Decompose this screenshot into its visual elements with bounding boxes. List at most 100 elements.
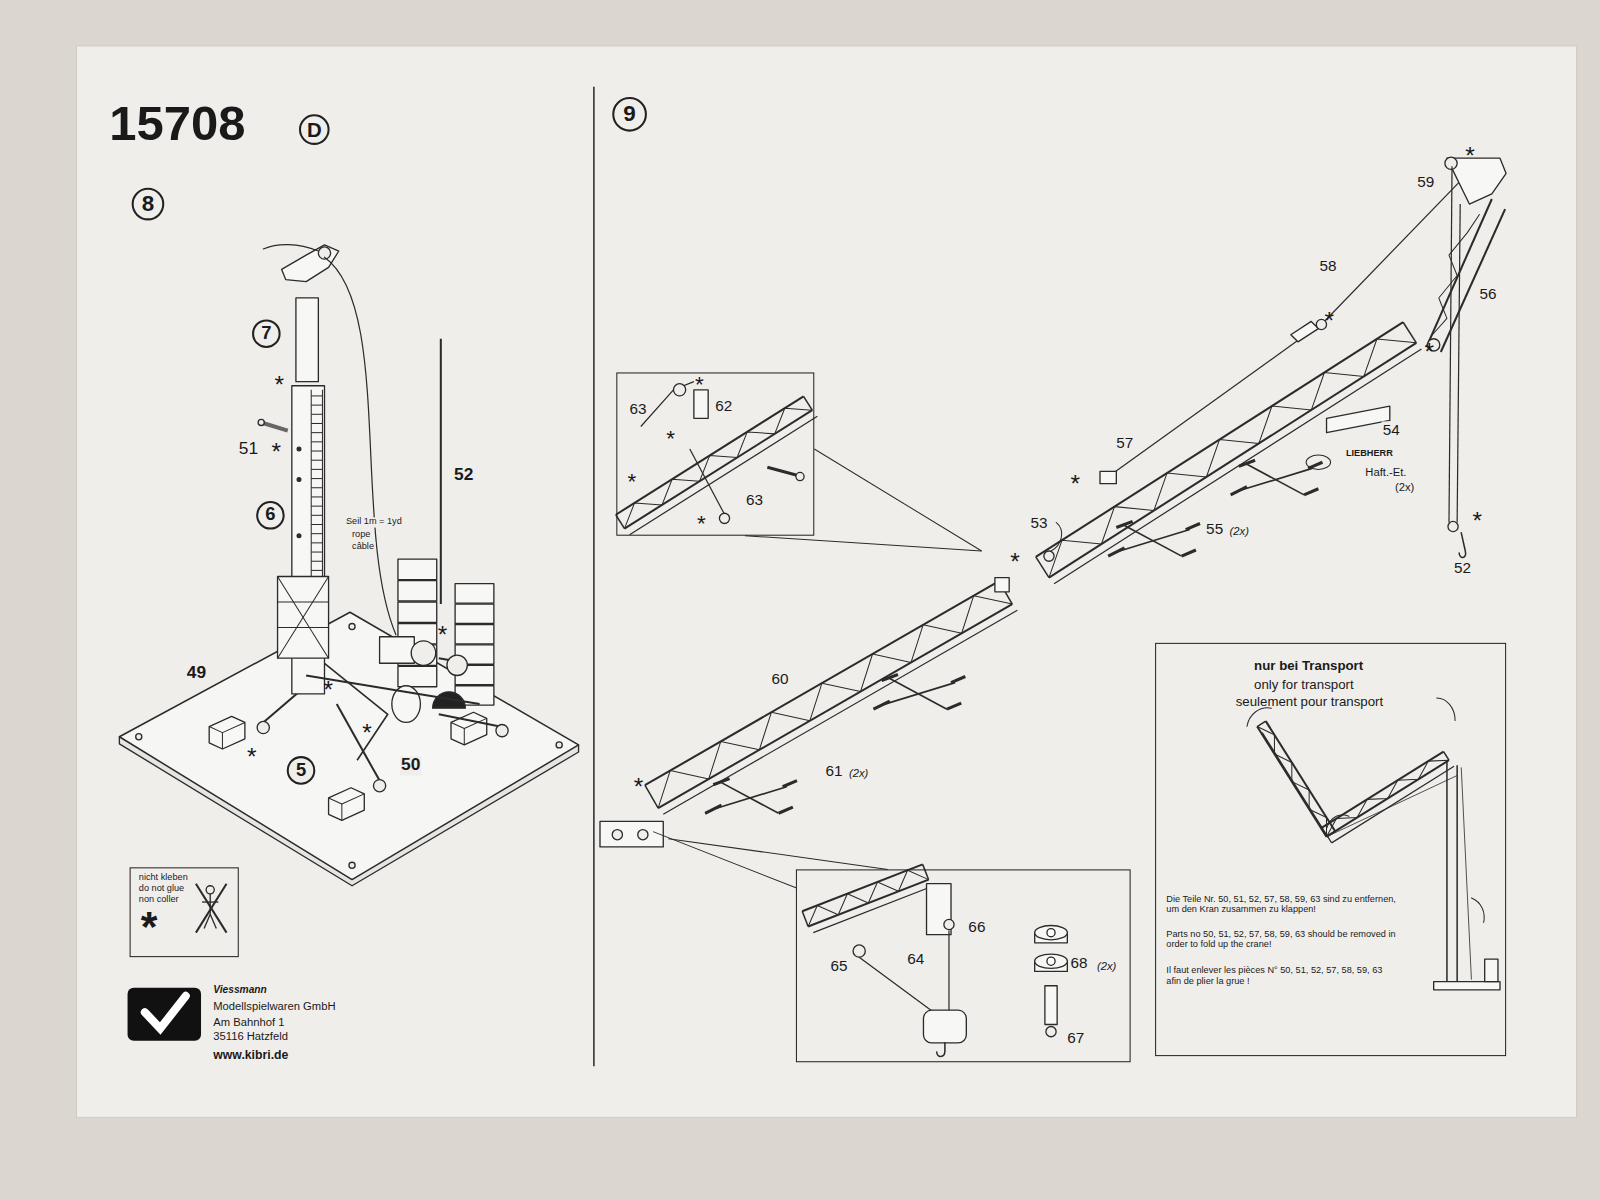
callout-number: 61 <box>824 762 843 779</box>
counterweight <box>398 666 437 686</box>
frame-bar <box>324 663 387 760</box>
callout-number: 49 <box>186 663 207 682</box>
boom-truss <box>1403 322 1416 343</box>
folded-weight <box>1485 959 1498 981</box>
zoom-line <box>814 449 981 551</box>
no-glue-mark: * <box>322 678 334 702</box>
zoom-line <box>668 839 887 870</box>
ballast-block <box>329 794 365 804</box>
label-text: 35116 Hatzfeld <box>212 1030 289 1042</box>
part-number-title: 15708 <box>109 97 245 151</box>
folded-truss <box>1257 727 1326 837</box>
boom-truss <box>658 596 1012 808</box>
frame-bar <box>306 676 479 705</box>
folded-mast <box>1446 760 1448 981</box>
callout-number: 50 <box>400 756 421 775</box>
circled-number: 6 <box>265 505 275 525</box>
winch-gear <box>411 641 435 665</box>
hook <box>1459 533 1465 558</box>
tower-head <box>282 245 339 282</box>
label-text: LIEBHERR <box>1345 449 1394 459</box>
divider-line <box>593 87 595 1067</box>
boom-support <box>1186 523 1200 529</box>
counterweight <box>398 602 437 622</box>
no-glue-mark: * <box>695 373 704 395</box>
logo-check <box>145 996 186 1029</box>
tower-top-section <box>296 298 318 382</box>
rope <box>324 257 395 635</box>
ladder-rung <box>311 423 322 424</box>
winch-motor <box>380 637 415 664</box>
boom-support <box>713 779 729 785</box>
outrigger-foot <box>257 721 269 733</box>
detail-inset: 636263**** <box>616 372 814 535</box>
node-text: nur bei Transport <box>1254 659 1363 674</box>
callout-number: 51 <box>238 440 259 459</box>
rod <box>440 339 442 604</box>
paper-sheet <box>77 46 1577 1117</box>
folded-truss <box>1321 752 1443 829</box>
transport-note-box: nur bei Transportonly for transportseule… <box>1155 643 1506 1056</box>
boom-support <box>1124 526 1181 557</box>
label-text: Haft.-Et. <box>1364 465 1407 477</box>
rope <box>263 245 318 251</box>
callout-number: 58 <box>1318 258 1337 275</box>
node-text: 63 <box>630 401 647 418</box>
cage <box>278 627 329 628</box>
counterweight <box>398 581 437 601</box>
ladder-rung <box>311 496 322 497</box>
pulley <box>673 384 685 396</box>
tower-hole <box>297 447 301 451</box>
node-text: 67 <box>1067 1030 1084 1047</box>
pin <box>767 467 798 475</box>
boom-joint <box>995 578 1009 592</box>
no-glue-mark: * <box>246 745 258 769</box>
node-text: Il faut enlever les pièces N° 50, 51, 52… <box>1166 966 1397 986</box>
label-text: (2x) <box>1394 481 1415 493</box>
boom-truss <box>658 604 1012 808</box>
circled-number: 5 <box>296 760 306 780</box>
step-number: 8 <box>132 188 165 221</box>
nut-hole <box>1047 929 1055 937</box>
boom-support <box>951 677 965 683</box>
cage <box>278 602 329 603</box>
detail-truss <box>802 911 808 926</box>
no-glue-mark: * <box>1323 308 1335 332</box>
label-outline <box>1306 455 1330 469</box>
cable <box>1327 776 1458 837</box>
label-text: Modellspielwaren GmbH <box>212 1000 336 1012</box>
detail-truss <box>624 410 812 528</box>
no-glue-mark: * <box>666 428 675 450</box>
node-text: 66 <box>968 918 985 935</box>
cable <box>1461 767 1471 979</box>
no-glue-mark: * <box>1069 471 1081 495</box>
detail-truss <box>923 864 929 879</box>
folded-truss <box>1266 721 1335 831</box>
circled-number: 7 <box>261 324 271 344</box>
callout-number: 54 <box>1382 421 1401 438</box>
cable-eye <box>1445 157 1457 169</box>
boom-support <box>721 783 778 814</box>
ladder-rung <box>311 451 322 452</box>
pin-head <box>796 472 804 480</box>
boom-support <box>1116 521 1132 527</box>
pulley <box>853 945 865 957</box>
tower-hole <box>297 534 301 538</box>
ballast-block <box>464 729 465 745</box>
no-glue-mark: * <box>273 372 285 396</box>
boom-support <box>783 781 797 787</box>
circled-number: 9 <box>623 102 636 127</box>
crossout <box>196 884 227 933</box>
cable-eye <box>719 513 729 523</box>
cable-clamp <box>1291 321 1319 341</box>
bolt <box>1045 986 1057 1025</box>
no-glue-mark: * <box>141 905 158 948</box>
ladder-rung <box>311 487 322 488</box>
tower-hole <box>297 478 301 482</box>
counterweight <box>398 559 437 579</box>
node-text: nicht kleben <box>139 872 188 882</box>
callout-number: 55 <box>1205 520 1224 537</box>
label-text: (2x) <box>848 766 869 778</box>
no-glue-mark: * <box>1464 144 1476 168</box>
detail-truss <box>802 864 922 911</box>
